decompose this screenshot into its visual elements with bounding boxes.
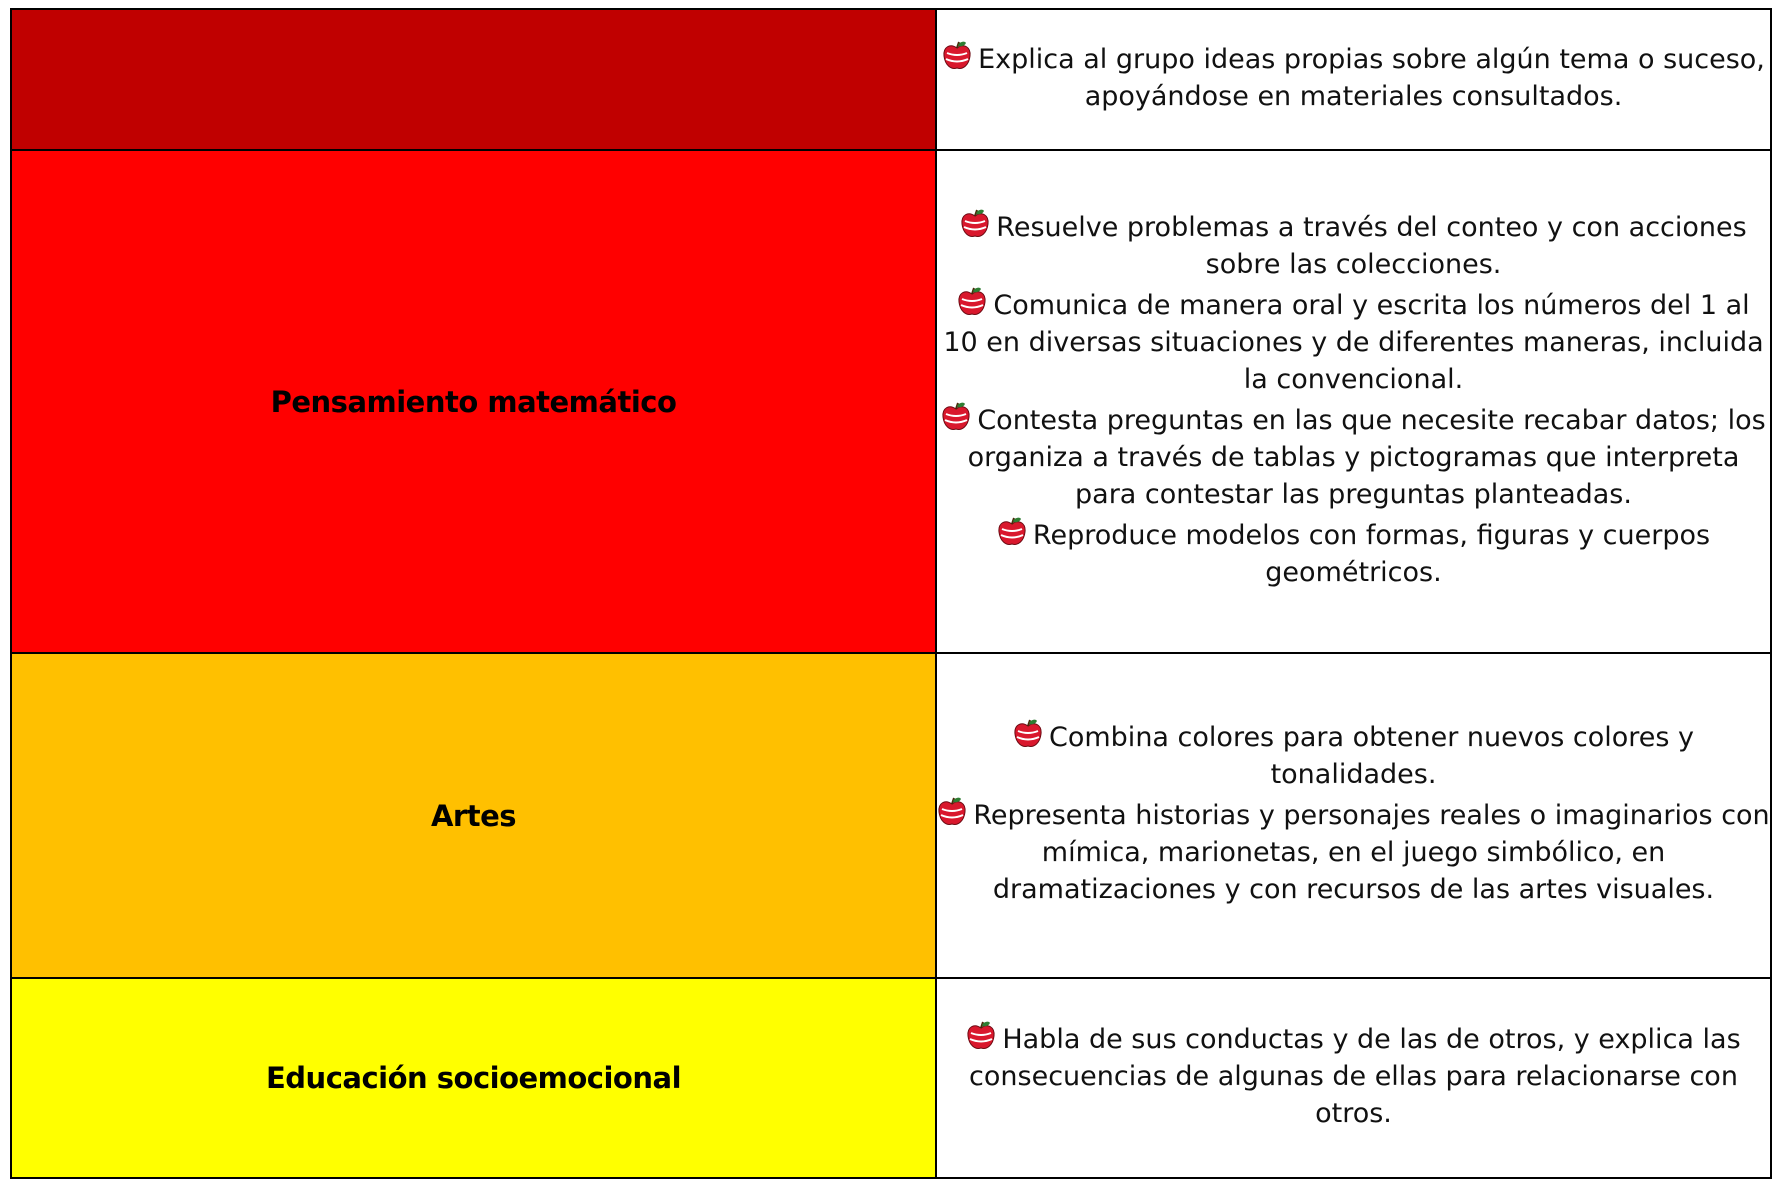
table-row: Artes Combina colores para obtener nuevo… [10, 652, 1772, 979]
list-item: Habla de sus conductas y de las de otros… [937, 1021, 1770, 1132]
apple-icon [941, 402, 971, 432]
area-label: Artes [430, 798, 517, 833]
aprendizajes-cell: Habla de sus conductas y de las de otros… [935, 977, 1772, 1179]
aprendizaje-text: Representa historias y personajes reales… [973, 800, 1770, 905]
area-label: Educación socioemocional [265, 1061, 682, 1095]
aprendizaje-text: Contesta preguntas en las que necesite r… [967, 404, 1766, 510]
table-row: Educación socioemocional Habla de sus co… [10, 977, 1772, 1179]
apple-icon [966, 1021, 996, 1051]
aprendizaje-text: Explica al grupo ideas propias sobre alg… [978, 43, 1765, 112]
apple-icon [957, 287, 987, 317]
list-item: Explica al grupo ideas propias sobre alg… [937, 41, 1770, 115]
learning-table: Explica al grupo ideas propias sobre alg… [10, 8, 1772, 1179]
aprendizaje-text: Combina colores para obtener nuevos colo… [1049, 722, 1694, 790]
apple-icon [942, 41, 972, 71]
list-item: Representa historias y personajes reales… [937, 797, 1770, 908]
table-row: Explica al grupo ideas propias sobre alg… [10, 8, 1772, 151]
aprendizajes-cell: Combina colores para obtener nuevos colo… [935, 652, 1772, 979]
table-row: Pensamiento matemático Resuelve problema… [10, 149, 1772, 654]
list-item: Combina colores para obtener nuevos colo… [937, 719, 1770, 793]
aprendizaje-text: Comunica de manera oral y escrita los nú… [943, 289, 1764, 395]
aprendizaje-text: Resuelve problemas a través del conteo y… [996, 211, 1747, 280]
list-item: Comunica de manera oral y escrita los nú… [937, 287, 1770, 398]
aprendizaje-text: Habla de sus conductas y de las de otros… [969, 1023, 1741, 1129]
aprendizajes-cell: Explica al grupo ideas propias sobre alg… [935, 8, 1772, 151]
area-cell: Artes [10, 652, 937, 979]
list-item: Resuelve problemas a través del conteo y… [937, 209, 1770, 283]
apple-icon [960, 209, 990, 239]
area-cell: Educación socioemocional [10, 977, 937, 1179]
list-item: Reproduce modelos con formas, figuras y … [937, 517, 1770, 591]
list-item: Contesta preguntas en las que necesite r… [937, 402, 1770, 513]
apple-icon [937, 797, 967, 827]
apple-icon [1013, 719, 1043, 749]
area-label: Pensamiento matemático [270, 384, 677, 419]
aprendizaje-text: Reproduce modelos con formas, figuras y … [1032, 519, 1711, 588]
area-cell: Pensamiento matemático [10, 149, 937, 654]
area-cell [10, 8, 937, 151]
apple-icon [997, 517, 1027, 547]
aprendizajes-cell: Resuelve problemas a través del conteo y… [935, 149, 1772, 654]
